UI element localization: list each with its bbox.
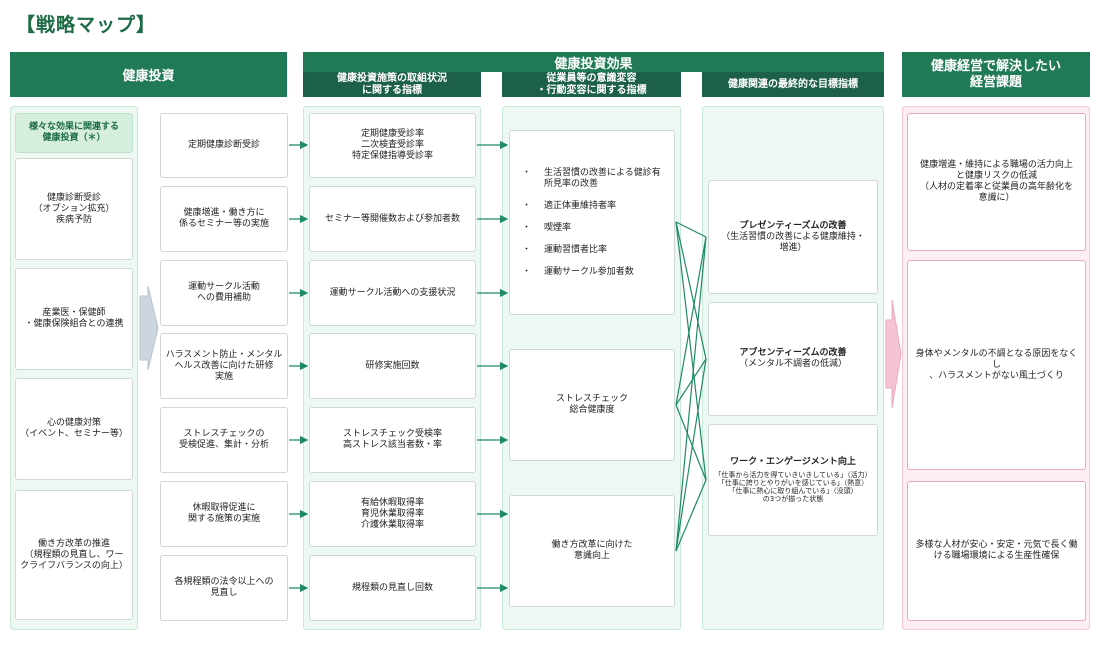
measure-regulations: 各規程類の法令以上への 見直し <box>160 555 288 621</box>
absenteeism-desc: （メンタル不調者の低減） <box>738 359 847 369</box>
status-stress-check-rate: ストレスチェック受検率 高ストレス該当者数・率 <box>309 407 476 473</box>
measure-leave: 休暇取得促進に 関する施策の実施 <box>160 481 288 547</box>
final-absenteeism: アブセンティーズムの改善 （メンタル不調者の低減） <box>708 302 878 416</box>
categories-label: 様々な効果に関連する 健康投資（＊） <box>15 113 133 153</box>
page-title: 【戦略マップ】 <box>16 14 157 36</box>
final-presenteeism: プレゼンティーズムの改善 （生活習慣の改善による健康維持・ 増進） <box>708 180 878 294</box>
presenteeism-title: プレゼンティーズムの改善 <box>739 220 847 231</box>
awareness-bullet: 運動習慣者比率 <box>522 245 661 256</box>
awareness-lifestyle: 生活習慣の改善による健診有 所見率の改善 適正体重維持者率 喫煙率 運動習慣者比… <box>509 130 675 315</box>
status-checkup-rate: 定期健康受診率 二次検査受診率 特定保健指導受診率 <box>309 113 476 178</box>
engagement-line: 「仕事に誇りとやりがいを感じている」（熱意） <box>717 479 869 487</box>
category-mental-health: 心の健康対策 （イベント、セミナー等） <box>15 378 133 480</box>
status-regulation-count: 規程類の見直し回数 <box>309 555 476 621</box>
measure-harassment-training: ハラスメント防止・メンタル ヘルス改善に向けた研修 実施 <box>160 333 288 399</box>
awareness-bullet: 喫煙率 <box>522 223 661 234</box>
header-investment: 健康投資 <box>10 52 287 97</box>
header-final-indicators: 健康関連の最終的な目標指標 <box>702 72 884 97</box>
awareness-bullet: 生活習慣の改善による健診有 所見率の改善 <box>522 168 661 190</box>
status-training-count: 研修実施回数 <box>309 333 476 399</box>
measure-stress-check: ストレスチェックの 受検促進、集計・分析 <box>160 407 288 473</box>
issue-productivity: 多様な人材が安心・安定・元気で長く働 ける職場環境による生産性確保 <box>907 481 1086 621</box>
engagement-line: の3つが揃った状態 <box>762 495 824 503</box>
header-effect: 健康投資効果 <box>303 52 884 72</box>
measure-seminar: 健康増進・働き方に 係るセミナー等の実施 <box>160 186 288 252</box>
issue-vitality: 健康増進・維持による職場の活力向上 と健康リスクの低減 （人材の定着率と従業員の… <box>907 113 1086 251</box>
header-management-issues: 健康経営で解決したい 経営課題 <box>902 52 1090 97</box>
header-status-indicators: 健康投資施策の取組状況 に関する指標 <box>303 72 481 97</box>
status-seminar-count: セミナー等開催数および参加者数 <box>309 186 476 252</box>
engagement-title: ワーク・エンゲージメント向上 <box>730 457 856 467</box>
header-awareness-indicators: 従業員等の意識変容 ・行動変容に関する指標 <box>502 72 681 97</box>
category-health-checkup: 健康診断受診 （オプション拡充） 疾病予防 <box>15 158 133 260</box>
engagement-line: 「仕事から活力を得ていきいきしている」（活力） <box>714 471 872 479</box>
measure-regular-checkup: 定期健康診断受診 <box>160 113 288 178</box>
awareness-stress-check: ストレスチェック 総合健康度 <box>509 349 675 461</box>
large-arrow-categories <box>139 285 159 371</box>
measure-exercise-club: 運動サークル活動 への費用補助 <box>160 260 288 326</box>
absenteeism-title: アブセンティーズムの改善 <box>739 348 847 358</box>
status-leave-rate: 有給休暇取得率 育児休業取得率 介護休業取得率 <box>309 481 476 547</box>
awareness-bullet: 適正体重維持者率 <box>522 201 661 212</box>
status-exercise-support: 運動サークル活動への支援状況 <box>309 260 476 326</box>
issue-harassment: 身体やメンタルの不調となる原因をなくし 、ハラスメントがない風土づくり <box>907 260 1086 470</box>
large-arrow-issues <box>885 299 902 409</box>
presenteeism-desc: （生活習慣の改善による健康維持・ 増進） <box>721 231 865 253</box>
final-engagement: ワーク・エンゲージメント向上 「仕事から活力を得ていきいきしている」（活力） 「… <box>708 424 878 536</box>
category-industrial-doctor: 産業医・保健師 ・健康保険組合との連携 <box>15 268 133 370</box>
awareness-workstyle: 働き方改革に向けた 意識向上 <box>509 495 675 607</box>
engagement-line: 「仕事に熱心に取り組んでいる」（没頭） <box>728 487 858 495</box>
awareness-bullet: 運動サークル参加者数 <box>522 267 661 278</box>
category-workstyle-reform: 働き方改革の推進 （規程類の見直し、ワー クライフバランスの向上） <box>15 490 133 620</box>
